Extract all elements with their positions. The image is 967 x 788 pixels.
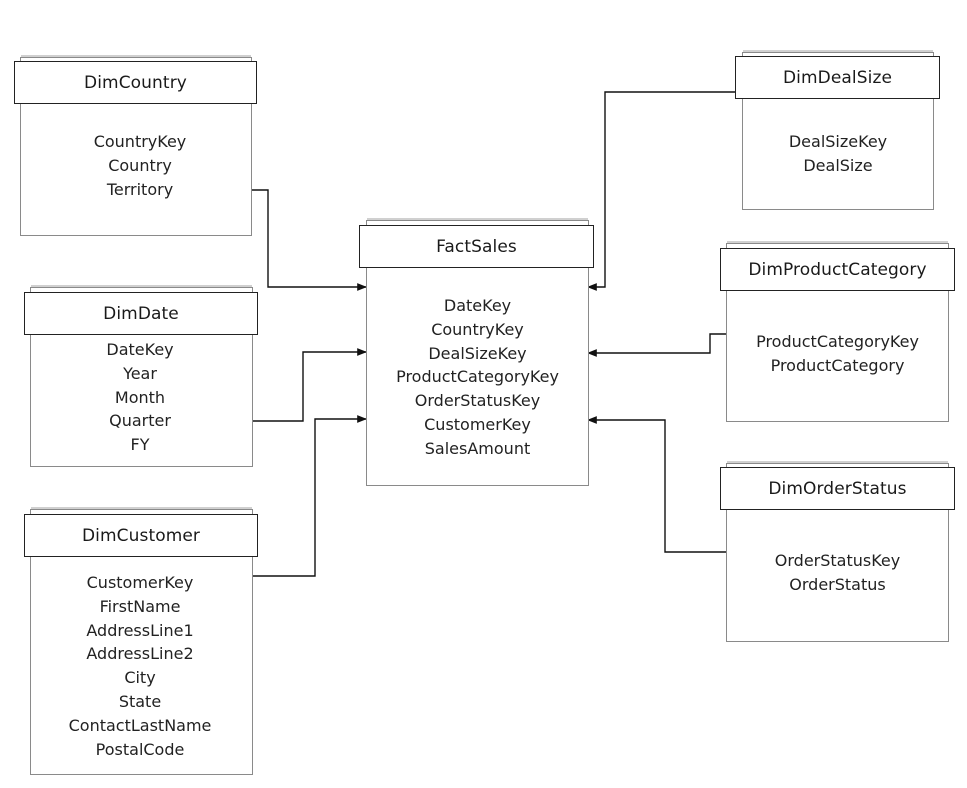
connector-dimproductcategory-factsales — [587, 333, 726, 357]
field-salesamount: SalesAmount — [424, 438, 531, 458]
field-quarter: Quarter — [109, 411, 171, 431]
field-countrykey: CountryKey — [93, 132, 187, 151]
field-customerkey: CustomerKey — [86, 573, 194, 592]
field-orderstatus: OrderStatus — [789, 574, 886, 594]
field-dealsizekey: DealSizeKey — [788, 132, 888, 151]
table-header-dimcountry: DimCountry — [14, 61, 257, 104]
field-country: Country — [108, 155, 172, 175]
table-header-dimproductcategory: DimProductCategory — [720, 248, 955, 291]
field-year: Year — [123, 363, 157, 383]
field-fy: FY — [130, 435, 150, 455]
field-list-dimproductcategory: ProductCategoryKey ProductCategory — [726, 330, 949, 378]
field-productcategory: ProductCategory — [770, 355, 905, 375]
field-orderstatuskey: OrderStatusKey — [414, 391, 541, 411]
field-month: Month — [114, 387, 166, 407]
field-dealsizekey: DealSizeKey — [428, 343, 527, 363]
connector-dimdealsize-factsales — [587, 91, 742, 291]
table-header-dimcustomer: DimCustomer — [24, 514, 258, 557]
field-productcategorykey: ProductCategoryKey — [396, 367, 559, 387]
field-productcategorykey: ProductCategoryKey — [756, 332, 919, 351]
field-list-dimcountry: CountryKey Country Territory — [20, 130, 260, 201]
table-header-dimdate: DimDate — [24, 292, 258, 335]
field-contactlastname: ContactLastName — [68, 715, 212, 735]
field-postalcode: PostalCode — [95, 739, 185, 759]
field-addressline2: AddressLine2 — [86, 644, 194, 664]
connector-dimcustomer-factsales — [252, 415, 367, 577]
field-city: City — [124, 668, 156, 688]
field-state: State — [118, 691, 162, 711]
table-header-dimdealsize: DimDealSize — [735, 56, 940, 99]
field-countrykey: CountryKey — [431, 319, 524, 339]
field-territory: Territory — [106, 179, 174, 199]
connector-dimcountry-factsales — [252, 189, 367, 291]
connector-dimorderstatus-factsales — [587, 416, 726, 553]
field-dealsize: DealSize — [803, 155, 873, 175]
field-addressline1: AddressLine1 — [86, 620, 194, 640]
field-datekey: DateKey — [443, 296, 512, 315]
field-customerkey: CustomerKey — [424, 414, 531, 434]
field-datekey: DateKey — [106, 340, 174, 359]
field-list-dimcustomer: CustomerKey FirstName AddressLine1 Addre… — [30, 571, 250, 761]
field-list-dimdealsize: DealSizeKey DealSize — [742, 130, 934, 178]
field-orderstatuskey: OrderStatusKey — [774, 551, 901, 570]
table-header-dimorderstatus: DimOrderStatus — [720, 467, 955, 510]
field-list-dimorderstatus: OrderStatusKey OrderStatus — [726, 549, 949, 597]
field-list-factsales: DateKey CountryKey DealSizeKey ProductCa… — [366, 294, 589, 461]
table-header-factsales: FactSales — [359, 225, 594, 268]
field-firstname: FirstName — [99, 596, 181, 616]
connector-dimdate-factsales — [252, 348, 367, 422]
field-list-dimdate: DateKey Year Month Quarter FY — [30, 338, 250, 457]
